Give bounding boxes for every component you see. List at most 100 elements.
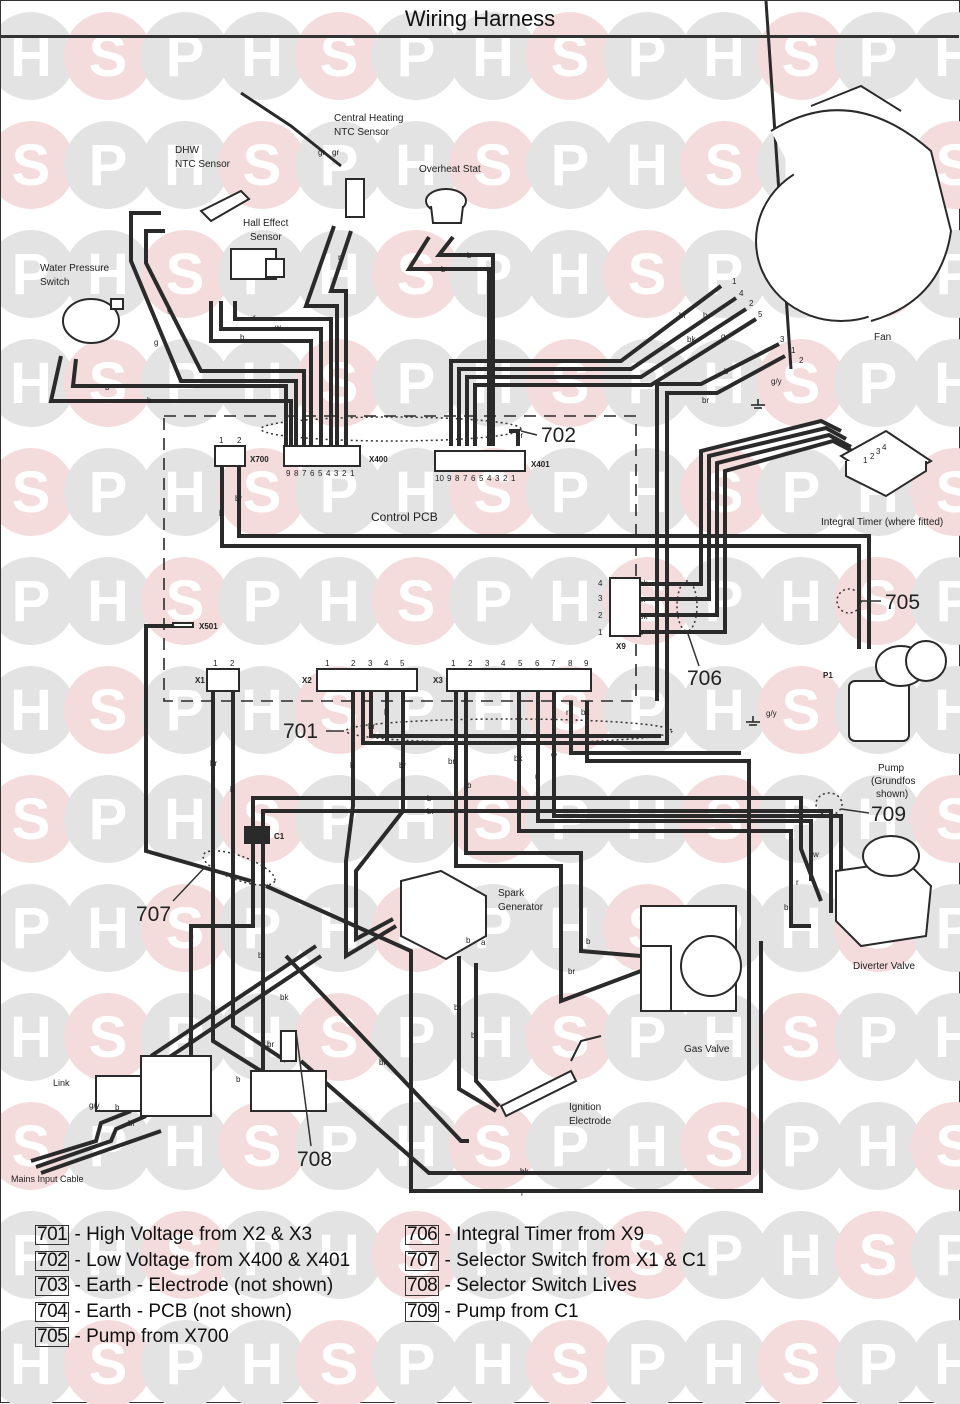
pin-number: 2 <box>230 659 235 668</box>
watermark-letter: S <box>12 133 51 198</box>
legend-text: - Earth - Electrode (not shown) <box>69 1275 334 1296</box>
legend-item: 703 - Earth - Electrode (not shown) <box>35 1275 415 1301</box>
pump-feed-br <box>261 809 833 913</box>
watermark-circle <box>141 1211 229 1299</box>
watermark-circle <box>680 1102 768 1190</box>
legend-item: 706 - Integral Timer from X9 <box>405 1224 785 1250</box>
pin-number: 2 <box>342 469 347 478</box>
pin-number: 7 <box>551 659 556 668</box>
watermark-circle <box>64 12 152 100</box>
legend-text: - Earth - PCB (not shown) <box>69 1300 292 1322</box>
pin-number: 4 <box>739 289 744 298</box>
control-pcb-outline <box>163 415 637 702</box>
pin-number: 1 <box>213 659 218 668</box>
watermark-letter: H <box>472 24 514 89</box>
watermark-circle <box>757 1102 845 1190</box>
watermark-letter: S <box>705 1114 744 1179</box>
watermark-circle <box>141 775 229 863</box>
pin-number: 2 <box>237 436 242 445</box>
watermark-circle <box>141 448 229 536</box>
legend-item: 704 - Earth - PCB (not shown) <box>35 1301 415 1327</box>
watermark-letter: H <box>241 24 283 89</box>
watermark-circle <box>757 666 845 754</box>
wire-code: bk <box>784 903 793 912</box>
watermark-letter: S <box>89 24 128 89</box>
wire-code: b <box>230 785 235 794</box>
label-fan: Fan <box>874 332 891 343</box>
watermark-letter: S <box>12 787 51 852</box>
wire-code: r <box>317 267 320 276</box>
watermark-circle <box>680 1211 768 1299</box>
watermark-circle <box>603 1320 691 1404</box>
legend-item: 705 - Pump from X700 <box>35 1326 415 1352</box>
label-overheat: Overheat Stat <box>419 164 481 175</box>
watermark-letter: H <box>934 1332 960 1397</box>
wire-code: br <box>210 759 217 768</box>
pin-number: 7 <box>463 474 468 483</box>
watermark-letter: H <box>164 787 206 852</box>
wire-code: b <box>240 333 245 342</box>
watermark-letter: H <box>87 896 129 961</box>
legend-text: - Low Voltage from X400 & X401 <box>69 1249 351 1271</box>
pin-number: 1 <box>350 469 355 478</box>
pin-number: 1 <box>451 659 456 668</box>
watermark-letter: S <box>320 24 359 89</box>
x401-connector <box>434 450 526 472</box>
watermark-letter: H <box>241 351 283 416</box>
pin-number: 4 <box>598 579 603 588</box>
watermark-circle <box>64 1211 152 1299</box>
page-title: Wiring Harness <box>404 6 556 31</box>
wire-code: b <box>441 265 446 274</box>
legend-text: - Selector Switch from X1 & C1 <box>439 1249 707 1271</box>
watermark-letter: H <box>472 1332 514 1397</box>
gas-valve-illustration <box>640 905 742 1012</box>
pin-number: 1 <box>863 456 868 465</box>
wire-code: br <box>516 431 523 440</box>
wire-code: br <box>399 761 406 770</box>
wire-code: gr <box>318 148 325 157</box>
pin-number: 3 <box>598 594 603 603</box>
watermark-letter: P <box>166 24 205 89</box>
wire-code: b <box>586 937 591 946</box>
wire-code: br <box>679 311 686 320</box>
watermark-letter: S <box>166 242 205 307</box>
ch-sensor-illustration <box>240 91 365 218</box>
pin-number: 3 <box>368 659 373 668</box>
wire-code: bk <box>687 335 696 344</box>
callout-705: 705 <box>885 591 920 614</box>
wire-code: w <box>550 751 557 760</box>
watermark-letter: H <box>318 569 360 634</box>
watermark-letter: H <box>703 678 745 743</box>
label-link: Link <box>53 1078 70 1088</box>
legend-item: 707 - Selector Switch from X1 & C1 <box>405 1250 785 1276</box>
wire-code: w <box>274 323 281 332</box>
callout-708: 708 <box>297 1148 332 1171</box>
wire-code: b <box>219 509 224 518</box>
watermark-circle <box>1 557 75 645</box>
watermark-circle <box>834 1211 922 1299</box>
watermark-letter: P <box>12 569 51 634</box>
watermark-letter: S <box>936 1114 960 1179</box>
watermark-letter: S <box>89 351 128 416</box>
pin-number: 4 <box>326 469 331 478</box>
c1-connector <box>244 826 270 844</box>
wire-code: r <box>338 253 341 262</box>
watermark-circle <box>834 339 922 427</box>
watermark-letter: P <box>89 460 128 525</box>
label-gas-valve: Gas Valve <box>684 1044 730 1055</box>
wire-code: b <box>427 794 432 803</box>
pin-number: 2 <box>468 659 473 668</box>
watermark-letter: S <box>936 460 960 525</box>
overheat-stat-illustration <box>425 188 467 224</box>
pin-number: 2 <box>503 474 508 483</box>
legend-code: 708 <box>405 1275 440 1296</box>
wire-code: bk <box>639 579 648 588</box>
watermark-letter: P <box>859 351 898 416</box>
watermark-letter: P <box>705 1223 744 1288</box>
pin-number: 3 <box>780 335 785 344</box>
watermark-circle <box>680 993 768 1081</box>
title-bar: Wiring Harness <box>1 1 959 38</box>
legend-item: 709 - Pump from C1 <box>405 1301 785 1327</box>
hall-effect-illustration <box>230 248 285 280</box>
